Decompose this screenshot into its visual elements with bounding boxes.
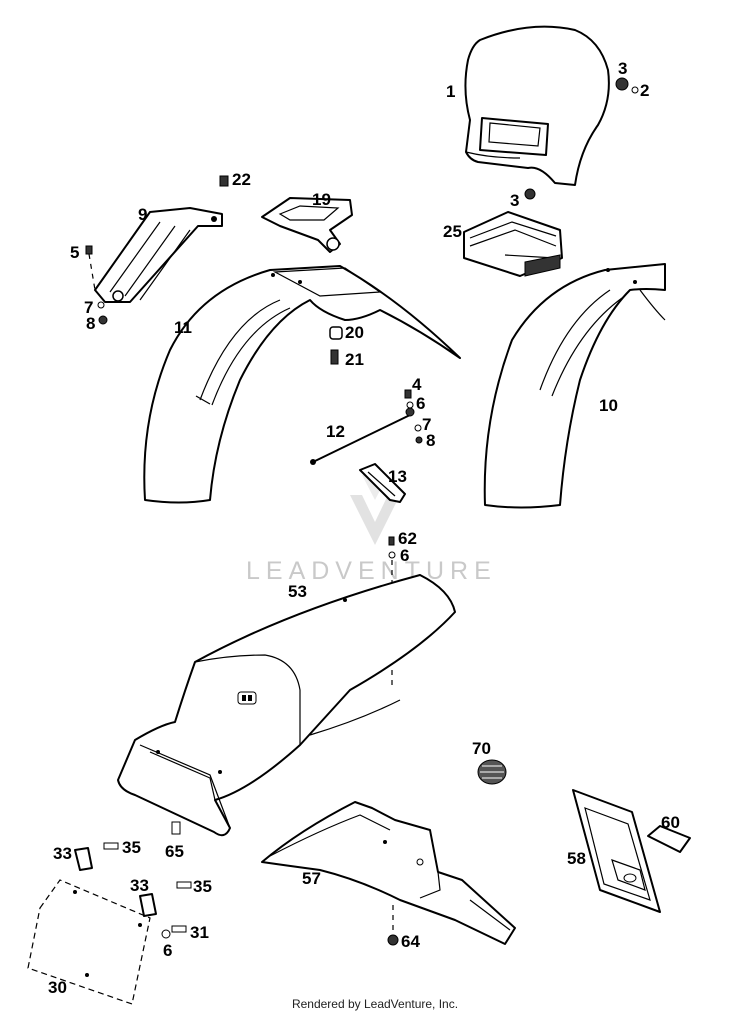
callout-6-b: 6 — [400, 546, 409, 565]
callout-33-a: 33 — [53, 844, 72, 863]
part-headlight-mask[interactable] — [464, 25, 610, 186]
callout-13: 13 — [388, 467, 407, 486]
callout-8-b: 8 — [426, 431, 435, 450]
watermark-text: LEADVENTURE — [246, 557, 497, 585]
callout-3-bottom: 3 — [510, 191, 519, 210]
part-58-plate[interactable] — [572, 789, 661, 913]
part-65-screw[interactable] — [171, 821, 181, 835]
callout-6-c: 6 — [163, 941, 172, 960]
callout-9: 9 — [138, 205, 147, 224]
part-4-6-7-8-fasteners[interactable] — [404, 389, 423, 444]
callout-8-a: 8 — [86, 314, 95, 333]
callout-7-b: 7 — [422, 415, 431, 434]
part-22-screw[interactable] — [219, 175, 229, 187]
part-7-8-washers-left[interactable] — [97, 301, 108, 325]
part-5-screw[interactable] — [85, 245, 96, 291]
part-53-rear-fender[interactable] — [117, 574, 456, 837]
callout-31: 31 — [190, 923, 209, 942]
part-57-mudguard[interactable] — [261, 801, 516, 945]
callout-22: 22 — [232, 170, 251, 189]
callout-10: 10 — [599, 396, 618, 415]
callout-65: 65 — [165, 842, 184, 861]
part-70-cap[interactable] — [477, 759, 507, 785]
callout-20: 20 — [345, 323, 364, 342]
part-nut-3-bottom[interactable] — [524, 188, 536, 200]
part-13-clip[interactable] — [359, 463, 406, 503]
callout-2: 2 — [640, 81, 649, 100]
callout-33-b: 33 — [130, 876, 149, 895]
callout-1: 1 — [446, 82, 455, 101]
callout-70: 70 — [472, 739, 491, 758]
part-64-bolt[interactable] — [387, 905, 399, 946]
callout-4: 4 — [412, 375, 422, 394]
part-33-clips[interactable] — [74, 847, 157, 917]
callout-35-a: 35 — [122, 838, 141, 857]
callout-19: 19 — [312, 190, 331, 209]
footer-credit: Rendered by LeadVenture, Inc. — [291, 997, 459, 1011]
callout-25: 25 — [443, 222, 462, 241]
part-31-6-screw[interactable] — [161, 925, 187, 939]
part-19-plate[interactable] — [261, 197, 353, 253]
part-60-lens[interactable] — [647, 825, 691, 853]
callout-60: 60 — [661, 813, 680, 832]
part-30-plate[interactable] — [27, 879, 151, 1005]
part-9-bracket[interactable] — [94, 207, 223, 303]
callout-35-b: 35 — [193, 877, 212, 896]
callout-11: 11 — [174, 318, 192, 337]
callout-57: 57 — [302, 869, 321, 888]
callout-30: 30 — [48, 978, 67, 997]
callout-7-a: 7 — [84, 298, 93, 317]
callout-58: 58 — [567, 849, 586, 868]
callout-5: 5 — [70, 243, 79, 262]
callout-3-top: 3 — [618, 59, 627, 78]
part-25-box[interactable] — [463, 211, 563, 277]
callout-64: 64 — [401, 932, 420, 951]
callout-labels: 1 2 3 3 4 5 6 6 6 7 7 8 8 9 10 11 12 13 … — [48, 59, 680, 997]
part-21-screw[interactable] — [330, 349, 339, 365]
part-nut-3-top[interactable] — [615, 77, 639, 94]
part-10-front-fender[interactable] — [483, 263, 666, 509]
callout-6-a: 6 — [416, 394, 425, 413]
callout-62: 62 — [398, 529, 417, 548]
callout-12: 12 — [326, 422, 345, 441]
callout-53: 53 — [288, 582, 307, 601]
part-11-front-fender[interactable] — [143, 265, 461, 504]
part-35-screws[interactable] — [103, 842, 192, 889]
watermark: LEADVENTURE — [246, 475, 497, 585]
part-20-rubber[interactable] — [329, 326, 343, 340]
callout-21: 21 — [345, 350, 364, 369]
